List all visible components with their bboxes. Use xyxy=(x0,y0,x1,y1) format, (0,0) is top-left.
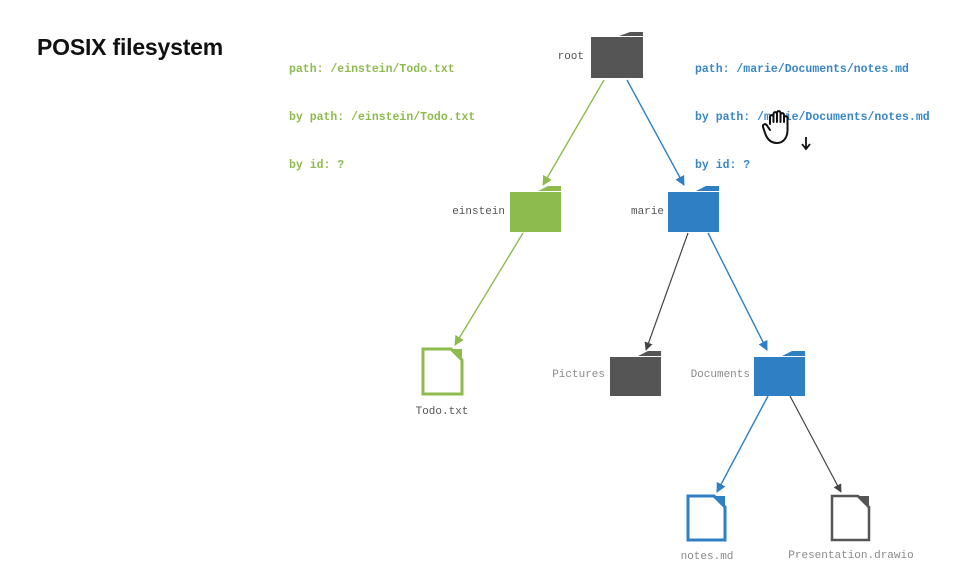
edge-documents-presentation xyxy=(789,395,842,493)
root-label: root xyxy=(558,51,584,63)
einstein-folder-icon[interactable] xyxy=(510,186,561,232)
einstein-label: einstein xyxy=(452,206,505,218)
root-folder-icon[interactable] xyxy=(591,32,643,78)
pictures-folder-icon[interactable] xyxy=(610,351,661,396)
edge-einstein-todo xyxy=(454,232,524,346)
documents-label: Documents xyxy=(691,369,750,381)
einstein-by-path-line: by path: /einstein/Todo.txt xyxy=(289,111,476,124)
pictures-label: Pictures xyxy=(552,369,605,381)
marie-by-id-line: by id: ? xyxy=(695,159,751,172)
page-title: POSIX filesystem xyxy=(37,34,223,60)
marie-label: marie xyxy=(631,206,664,218)
einstein-by-id-line: by id: ? xyxy=(289,159,345,172)
edge-root-einstein xyxy=(542,79,605,186)
edge-documents-notes xyxy=(716,395,769,493)
todo-file-icon[interactable] xyxy=(421,347,464,396)
notes-label: notes.md xyxy=(681,551,734,563)
presentation-label: Presentation.drawio xyxy=(788,550,913,562)
einstein-path-info: path: /einstein/Todo.txt by path: /einst… xyxy=(289,30,475,190)
documents-folder-icon[interactable] xyxy=(754,351,805,396)
edge-marie-pictures xyxy=(644,232,689,351)
edge-root-marie xyxy=(626,79,685,186)
grab-hand-icon xyxy=(761,110,811,151)
marie-path-info: path: /marie/Documents/notes.md by path:… xyxy=(695,30,930,190)
marie-path-line: path: /marie/Documents/notes.md xyxy=(695,63,909,76)
notes-file-icon[interactable] xyxy=(686,494,727,542)
marie-folder-icon[interactable] xyxy=(668,186,719,232)
marie-by-path-line: by path: /marie/Documents/notes.md xyxy=(695,111,930,124)
todo-label: Todo.txt xyxy=(416,406,469,418)
edge-marie-documents xyxy=(707,232,768,351)
einstein-path-line: path: /einstein/Todo.txt xyxy=(289,63,455,76)
presentation-file-icon[interactable] xyxy=(830,494,871,542)
